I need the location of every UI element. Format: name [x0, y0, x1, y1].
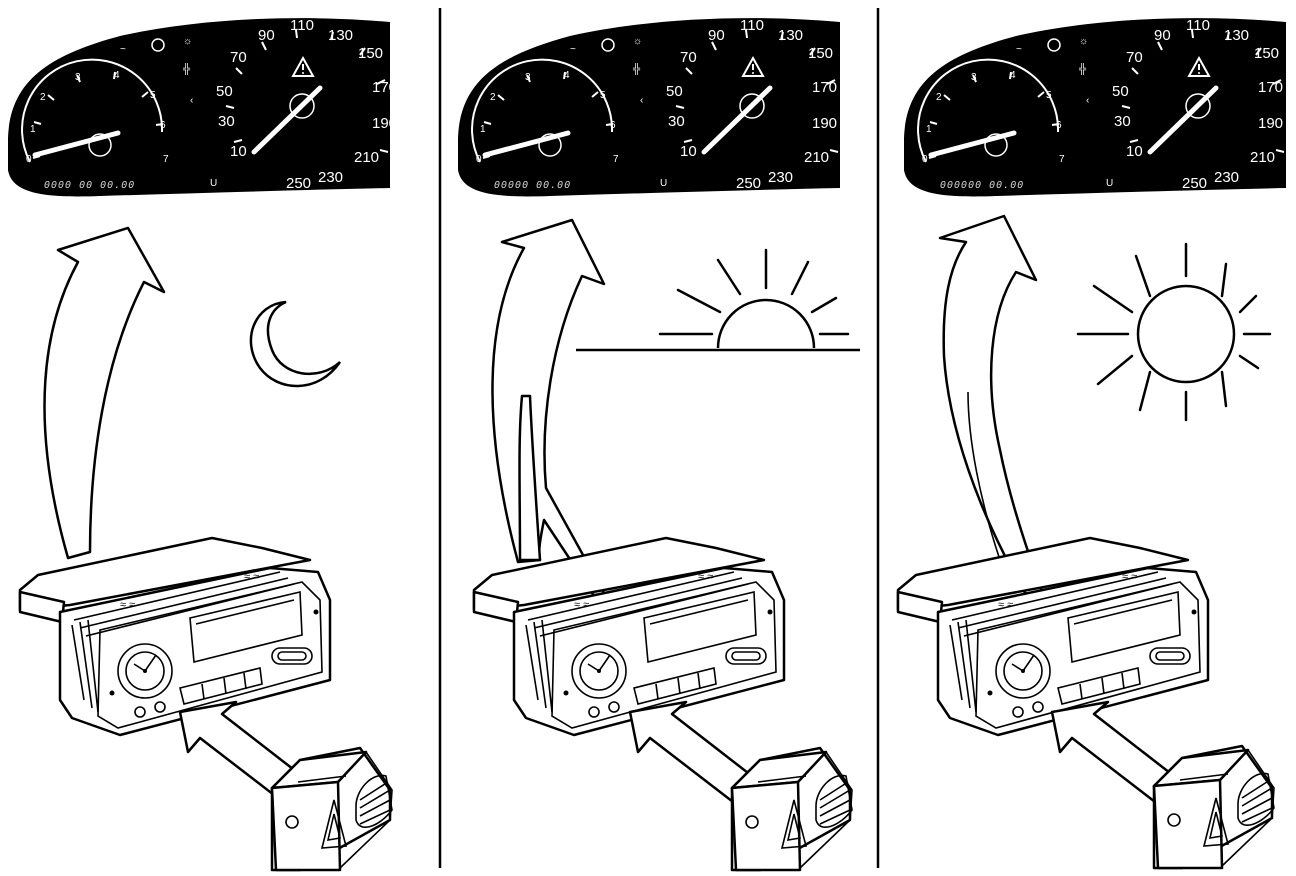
- svg-text:4: 4: [1010, 70, 1016, 81]
- svg-text:2: 2: [490, 92, 496, 103]
- tachometer-labels: 0 1 2 3 4 5 6 7: [922, 70, 1065, 165]
- hazard-switch-icon: [1152, 744, 1276, 870]
- svg-text:0: 0: [476, 154, 482, 165]
- svg-text:30: 30: [218, 113, 235, 130]
- svg-text:90: 90: [1154, 27, 1171, 44]
- svg-text:130: 130: [328, 27, 353, 44]
- tachometer-labels: 0 1 2 3 4 5 6 7: [26, 70, 169, 165]
- hazard-switch-icon: [730, 746, 854, 872]
- svg-text:30: 30: [1114, 113, 1131, 130]
- svg-text:250: 250: [1182, 175, 1207, 192]
- svg-text:50: 50: [216, 83, 233, 100]
- svg-text:130: 130: [778, 27, 803, 44]
- instrument-cluster: 0 1 2 3 4 5 6 7 10 30 50 70 90 110 130 1…: [8, 17, 397, 196]
- arrow-icon: [43, 226, 166, 560]
- svg-text:4: 4: [114, 70, 120, 81]
- svg-text:0: 0: [922, 154, 928, 165]
- svg-text:150: 150: [1254, 45, 1279, 62]
- svg-text:70: 70: [1126, 49, 1143, 66]
- svg-text:170: 170: [812, 79, 837, 96]
- tachometer-labels: 0 1 2 3 4 5 6 7: [476, 70, 619, 165]
- svg-text:10: 10: [680, 143, 697, 160]
- svg-text:6: 6: [610, 120, 616, 131]
- svg-text:10: 10: [230, 143, 247, 160]
- odometer: 000000 00.00: [940, 180, 1024, 191]
- svg-text:170: 170: [372, 79, 397, 96]
- panel-dusk: 0 1 2 3 4 5 6 7 10 30 50 70 90 110 130 1…: [458, 17, 860, 872]
- svg-text:170: 170: [1258, 79, 1283, 96]
- speedometer-labels: 10 30 50 70 90 110 130 150 170 190 210 2…: [1112, 17, 1283, 192]
- moon-icon: [249, 300, 342, 388]
- svg-text:230: 230: [768, 169, 793, 186]
- panel-night: 0 1 2 3 4 5 6 7 10 30 50 70 90 110 130 1…: [8, 17, 397, 872]
- svg-text:70: 70: [230, 49, 247, 66]
- svg-text:190: 190: [812, 115, 837, 132]
- svg-text:130: 130: [1224, 27, 1249, 44]
- svg-text:4: 4: [564, 70, 570, 81]
- arrow-icon: [938, 214, 1058, 634]
- svg-text:90: 90: [258, 27, 275, 44]
- svg-text:250: 250: [286, 175, 311, 192]
- svg-text:3: 3: [75, 72, 81, 83]
- dashboard-unit: [472, 536, 786, 737]
- odometer: 0000 00 00.00: [44, 180, 135, 191]
- svg-text:7: 7: [1059, 154, 1065, 165]
- svg-text:1: 1: [30, 124, 36, 135]
- svg-text:210: 210: [1250, 149, 1275, 166]
- svg-text:230: 230: [318, 169, 343, 186]
- svg-text:190: 190: [372, 115, 397, 132]
- svg-text:110: 110: [740, 17, 764, 34]
- sunset-icon: [576, 248, 860, 352]
- svg-text:10: 10: [1126, 143, 1143, 160]
- svg-text:110: 110: [1186, 17, 1210, 34]
- svg-text:50: 50: [666, 83, 683, 100]
- svg-text:210: 210: [354, 149, 379, 166]
- svg-text:30: 30: [668, 113, 685, 130]
- svg-text:230: 230: [1214, 169, 1239, 186]
- svg-text:6: 6: [160, 120, 166, 131]
- svg-text:190: 190: [1258, 115, 1283, 132]
- svg-text:210: 210: [804, 149, 829, 166]
- svg-text:0: 0: [26, 154, 32, 165]
- svg-text:5: 5: [600, 90, 606, 101]
- svg-text:5: 5: [1046, 90, 1052, 101]
- svg-text:3: 3: [971, 72, 977, 83]
- svg-text:150: 150: [358, 45, 383, 62]
- speedometer-labels: 10 30 50 70 90 110 130 150 170 190 210 2…: [216, 17, 397, 192]
- svg-text:1: 1: [926, 124, 932, 135]
- svg-text:250: 250: [736, 175, 761, 192]
- svg-text:110: 110: [290, 17, 314, 34]
- svg-text:7: 7: [613, 154, 619, 165]
- svg-text:2: 2: [936, 92, 942, 103]
- svg-text:70: 70: [680, 49, 697, 66]
- svg-text:90: 90: [708, 27, 725, 44]
- speedometer-labels: 10 30 50 70 90 110 130 150 170 190 210 2…: [666, 17, 837, 192]
- svg-text:5: 5: [150, 90, 156, 101]
- dashboard-unit: [18, 536, 332, 737]
- dashboard-unit: [896, 536, 1210, 737]
- svg-text:3: 3: [525, 72, 531, 83]
- panel-day: 0 1 2 3 4 5 6 7 10 30 50 70 90 110 130 1…: [896, 17, 1286, 870]
- sun-icon: [1076, 242, 1272, 422]
- svg-text:1: 1: [480, 124, 486, 135]
- instrument-cluster: 0 1 2 3 4 5 6 7 10 30 50 70 90 110 130 1…: [904, 17, 1286, 196]
- svg-text:150: 150: [808, 45, 833, 62]
- svg-text:6: 6: [1056, 120, 1062, 131]
- svg-text:50: 50: [1112, 83, 1129, 100]
- svg-text:7: 7: [163, 154, 169, 165]
- instrument-cluster: 0 1 2 3 4 5 6 7 10 30 50 70 90 110 130 1…: [458, 17, 840, 196]
- svg-text:2: 2: [40, 92, 46, 103]
- odometer: 00000 00.00: [494, 180, 571, 191]
